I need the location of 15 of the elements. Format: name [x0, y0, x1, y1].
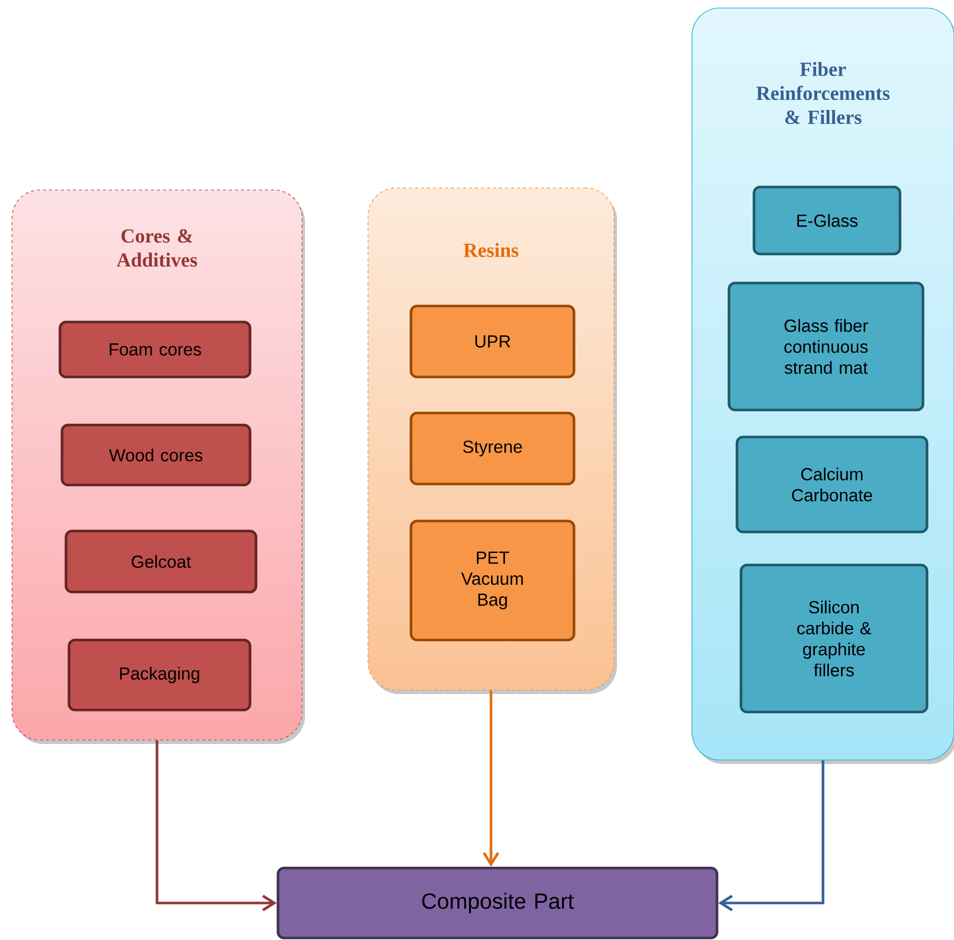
material-box: Glass fiber continuous strand mat — [728, 282, 924, 412]
material-box: Foam cores — [58, 320, 252, 378]
material-box: Gelcoat — [64, 530, 258, 594]
material-box: Wood cores — [60, 424, 252, 486]
material-box: Silicon carbide & graphite fillers — [740, 564, 928, 714]
material-box: Packaging — [68, 638, 252, 712]
material-box: UPR — [410, 304, 576, 378]
material-box: Composite Part — [276, 866, 718, 940]
material-box: Styrene — [410, 412, 576, 486]
arrow — [482, 690, 500, 867]
arrow — [156, 740, 277, 912]
material-box: E-Glass — [752, 186, 902, 256]
material-box: Calcium Carbonate — [736, 436, 928, 534]
arrow — [718, 760, 824, 912]
material-box: PET Vacuum Bag — [410, 520, 576, 642]
